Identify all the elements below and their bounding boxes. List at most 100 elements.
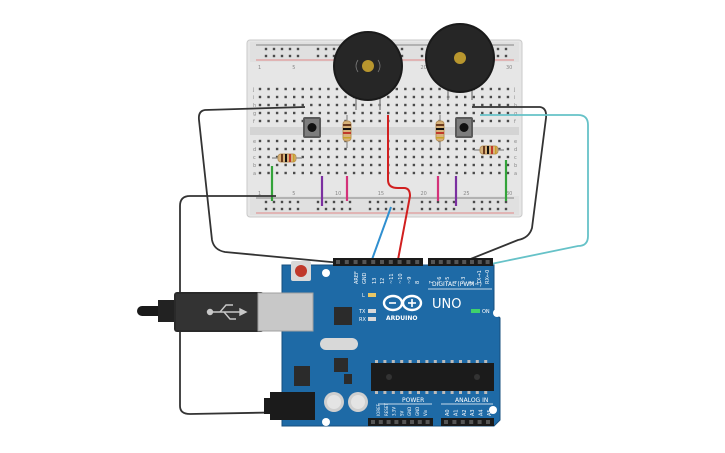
breadboard-hole xyxy=(293,147,296,151)
breadboard-jumpers[interactable] xyxy=(270,160,508,206)
header-pin[interactable] xyxy=(438,260,443,264)
header-pin[interactable] xyxy=(371,420,375,424)
wire-red-buzzer[interactable] xyxy=(387,115,412,266)
power-pin-label: RESET xyxy=(384,403,389,416)
breadboard-hole xyxy=(421,111,424,115)
row-letter: i xyxy=(514,95,515,101)
header-pin[interactable] xyxy=(469,420,474,424)
header-pin[interactable] xyxy=(394,420,399,424)
chip-leg xyxy=(383,391,387,394)
digital-pin-label: ~3 xyxy=(461,277,467,284)
mount-hole xyxy=(489,406,497,414)
header-pin[interactable] xyxy=(460,420,465,424)
header-pin[interactable] xyxy=(486,420,490,424)
breadboard-hole xyxy=(335,163,339,167)
wire-black-left-loop[interactable] xyxy=(197,106,353,265)
breadboard-hole xyxy=(455,111,458,115)
header-pin[interactable] xyxy=(410,420,414,424)
header-pin[interactable] xyxy=(386,420,391,424)
breadboard-hole xyxy=(378,147,381,151)
resistor-left-vertical[interactable] xyxy=(342,115,352,148)
usb-cable[interactable] xyxy=(137,292,264,332)
breadboard-hole xyxy=(293,163,296,167)
breadboard-hole xyxy=(267,119,270,123)
rail-hole xyxy=(488,207,492,211)
rail-hole xyxy=(496,200,500,204)
header-pin[interactable] xyxy=(462,260,467,264)
header-pin[interactable] xyxy=(378,420,383,424)
breadboard-hole xyxy=(258,95,262,99)
header-pin[interactable] xyxy=(397,260,402,264)
header-pin[interactable] xyxy=(452,420,457,424)
breadboard-hole xyxy=(421,87,424,91)
breadboard-hole xyxy=(258,171,262,175)
breadboard-hole xyxy=(275,119,279,123)
breadboard-hole xyxy=(438,111,441,115)
header-pin[interactable] xyxy=(402,420,407,424)
piezo-buzzer-left[interactable] xyxy=(333,31,403,110)
breadboard-hole xyxy=(446,111,450,115)
resistor-right-horizontal[interactable] xyxy=(474,145,504,155)
header-pin[interactable] xyxy=(336,260,340,264)
header-pin[interactable] xyxy=(446,260,451,264)
piezo-buzzer-right[interactable] xyxy=(425,23,495,100)
header-pin[interactable] xyxy=(344,260,349,264)
row-letter: c xyxy=(514,155,517,161)
breadboard-hole xyxy=(318,171,322,175)
header-pin[interactable] xyxy=(388,260,393,264)
chip-leg xyxy=(417,360,420,363)
crystal-oscillator xyxy=(320,338,358,350)
breadboard-hole xyxy=(344,155,347,159)
header-pin[interactable] xyxy=(470,260,474,264)
breadboard-hole xyxy=(327,147,330,151)
header-pin[interactable] xyxy=(485,260,490,264)
header-pin[interactable] xyxy=(431,260,435,264)
header-pin[interactable] xyxy=(406,260,411,264)
rx-led-label: RX xyxy=(359,317,366,323)
wire-black-right-loop[interactable] xyxy=(457,106,548,265)
breadboard-hole xyxy=(258,147,262,151)
breadboard-hole xyxy=(395,171,398,175)
header-pin[interactable] xyxy=(380,260,384,264)
header-pin[interactable] xyxy=(415,260,420,264)
header-pin[interactable] xyxy=(362,260,367,264)
analog-pin-label: A2 xyxy=(462,409,468,416)
breadboard-hole xyxy=(464,103,467,107)
header-pin[interactable] xyxy=(477,420,482,424)
breadboard-hole xyxy=(293,119,296,123)
breadboard-hole xyxy=(412,147,416,151)
header-pin[interactable] xyxy=(444,420,448,424)
resistor-right-vertical[interactable] xyxy=(435,115,445,148)
rail-hole xyxy=(272,200,276,204)
breadboard-hole xyxy=(318,95,322,99)
breadboard-hole xyxy=(429,147,433,151)
row-letter: j xyxy=(513,87,515,93)
header-pin[interactable] xyxy=(454,260,459,264)
pushbutton-left[interactable] xyxy=(303,117,321,138)
rail-hole xyxy=(472,207,476,211)
breadboard-hole xyxy=(335,111,339,115)
rail-hole xyxy=(296,47,300,51)
breadboard-hole xyxy=(404,111,407,115)
breadboard-hole xyxy=(387,111,390,115)
breadboard-hole xyxy=(258,103,262,107)
header-pin[interactable] xyxy=(477,260,482,264)
header-pin[interactable] xyxy=(371,260,376,264)
breadboard-hole xyxy=(446,103,450,107)
rail-hole xyxy=(340,207,344,211)
breadboard-hole xyxy=(369,119,373,123)
power-pin-label: IOREF xyxy=(376,403,381,416)
chip-leg xyxy=(475,391,479,394)
wire-cyan-signal[interactable] xyxy=(480,114,589,266)
pushbutton-right[interactable] xyxy=(455,117,473,138)
header-pin[interactable] xyxy=(425,420,430,424)
breadboard-hole xyxy=(404,103,407,107)
breadboard-hole xyxy=(327,119,330,123)
breadboard-hole xyxy=(293,171,296,175)
breadboard-hole xyxy=(369,163,373,167)
wire-blue-signal[interactable] xyxy=(369,206,392,266)
header-pin[interactable] xyxy=(353,260,358,264)
resistor-left-horizontal[interactable] xyxy=(272,153,302,163)
header-pin[interactable] xyxy=(417,420,422,424)
